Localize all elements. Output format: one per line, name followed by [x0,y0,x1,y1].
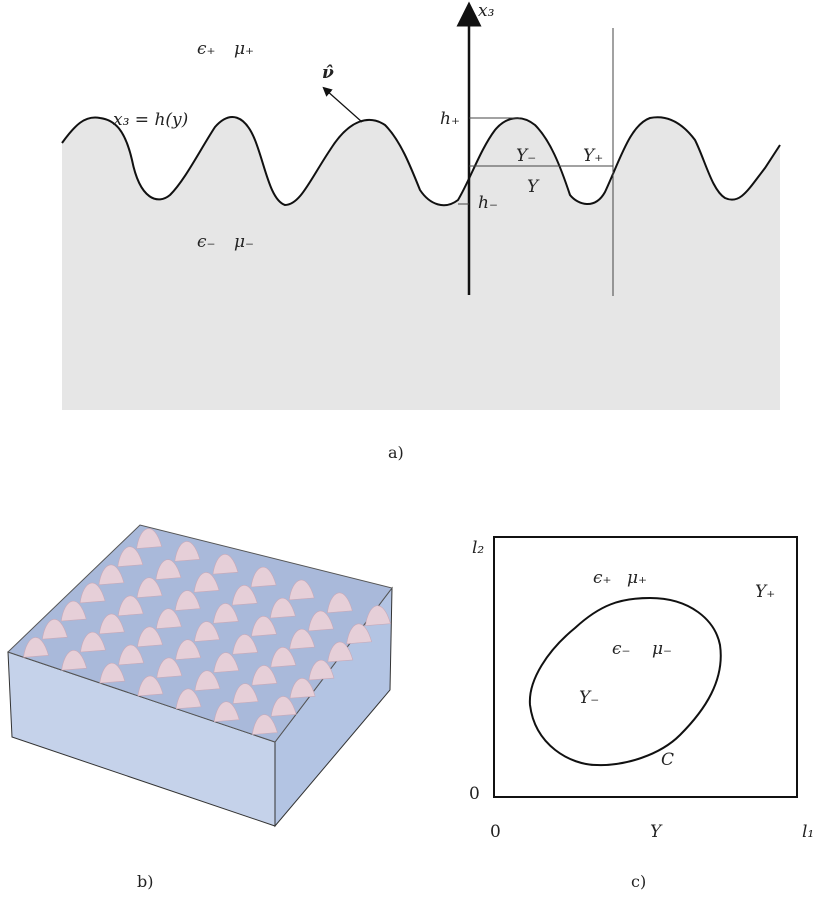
surface-bump [156,608,182,629]
caption-a: a) [388,443,404,462]
surface-bump [213,701,240,722]
y-minus-label-c: Y₋ [579,688,599,708]
surface-bump [60,600,87,622]
surface-bump [252,714,278,735]
mu-minus-label-c: μ₋ [652,639,672,659]
surface-bump [288,579,315,601]
surface-bump [80,631,106,653]
surface-bump [174,541,201,562]
surface-bump [270,646,297,668]
surface-bump [346,623,373,645]
surface-bump [98,564,125,586]
surface-bump [232,683,259,704]
surface-bump [137,626,163,648]
surface-bump [118,644,145,666]
surface-bump [193,572,220,593]
eps-plus-label: ϵ₊ [197,39,216,59]
c-curve-label: C [661,750,674,770]
surface-bump [136,577,163,598]
surface-label: x₃ = h(y) [113,110,188,130]
surface-bump [117,546,144,567]
surface-bump [251,665,278,686]
surface-bump [42,618,68,640]
surface-bump [155,559,182,580]
surface-bump [79,582,106,604]
surface-bump [231,584,258,606]
surface-bump [327,641,354,663]
l1-label: l₁ [802,822,814,842]
y-plus-label-c: Y₊ [755,582,775,602]
surface-bump [61,649,88,671]
surface-bump [270,696,297,717]
caption-c: c) [631,872,646,891]
surface-bump [23,637,49,658]
y-minus-label: Y₋ [516,146,536,166]
l2-label: l₂ [472,538,484,558]
mu-minus-label: μ₋ [234,232,254,252]
panel-a: ϵ₊ μ₊ x₃ = h(y) ν̂ x₃ h₊ Y₋ Y₊ Y h₋ ϵ₋ μ… [61,1,781,462]
surface-bump [137,675,164,697]
surface-bump [327,592,353,614]
surface-bump [250,566,277,588]
surface-bump [174,590,201,611]
h-minus-label: h₋ [478,193,498,213]
surface-bump [289,628,316,650]
curve-C [528,596,722,767]
zero-y-label: 0 [469,784,480,804]
panel-b: b) [7,524,393,891]
eps-minus-label: ϵ₋ [197,232,216,252]
h-plus-label: h₊ [440,109,460,129]
surface-bump [99,662,126,684]
surface-bump [99,613,125,635]
eps-plus-label-c: ϵ₊ [593,568,612,588]
y-cell-label: Y [527,177,540,197]
surface-bump [156,657,183,679]
surface-bump [251,615,277,637]
surface-bump [117,595,144,617]
unit-cell [493,536,798,798]
y-plus-label: Y₊ [583,146,603,166]
surface-bump [232,634,259,655]
surface-bump [212,553,239,575]
normal-vector [322,86,363,123]
lower-medium-region [62,117,780,410]
surface-bump [175,639,202,660]
interface-curve [61,116,781,207]
surface-bump [365,605,391,626]
surface-bumps [23,528,391,735]
eps-minus-label-c: ϵ₋ [612,639,631,659]
normal-label: ν̂ [322,63,334,83]
surface-bump [194,621,220,642]
surface-bump [270,597,296,619]
surface-bump [308,610,334,632]
zero-x-label: 0 [490,822,501,842]
caption-b: b) [137,872,153,891]
surface-bump [136,528,163,549]
mu-plus-label: μ₊ [234,39,254,59]
mu-plus-label-c: μ₊ [627,568,647,588]
panel-c: l₂ ϵ₊ μ₊ Y₊ ϵ₋ μ₋ Y₋ C 0 0 Y l₁ c) [469,536,814,891]
surface-bump [308,659,335,681]
surface-bump [213,652,240,673]
surface-bump [194,670,221,691]
surface-bump [213,603,239,624]
y-axis-label-c: Y [650,822,663,842]
surface-bump [175,688,202,710]
surface-bump [289,677,316,699]
x3-axis-label: x₃ [478,1,495,21]
